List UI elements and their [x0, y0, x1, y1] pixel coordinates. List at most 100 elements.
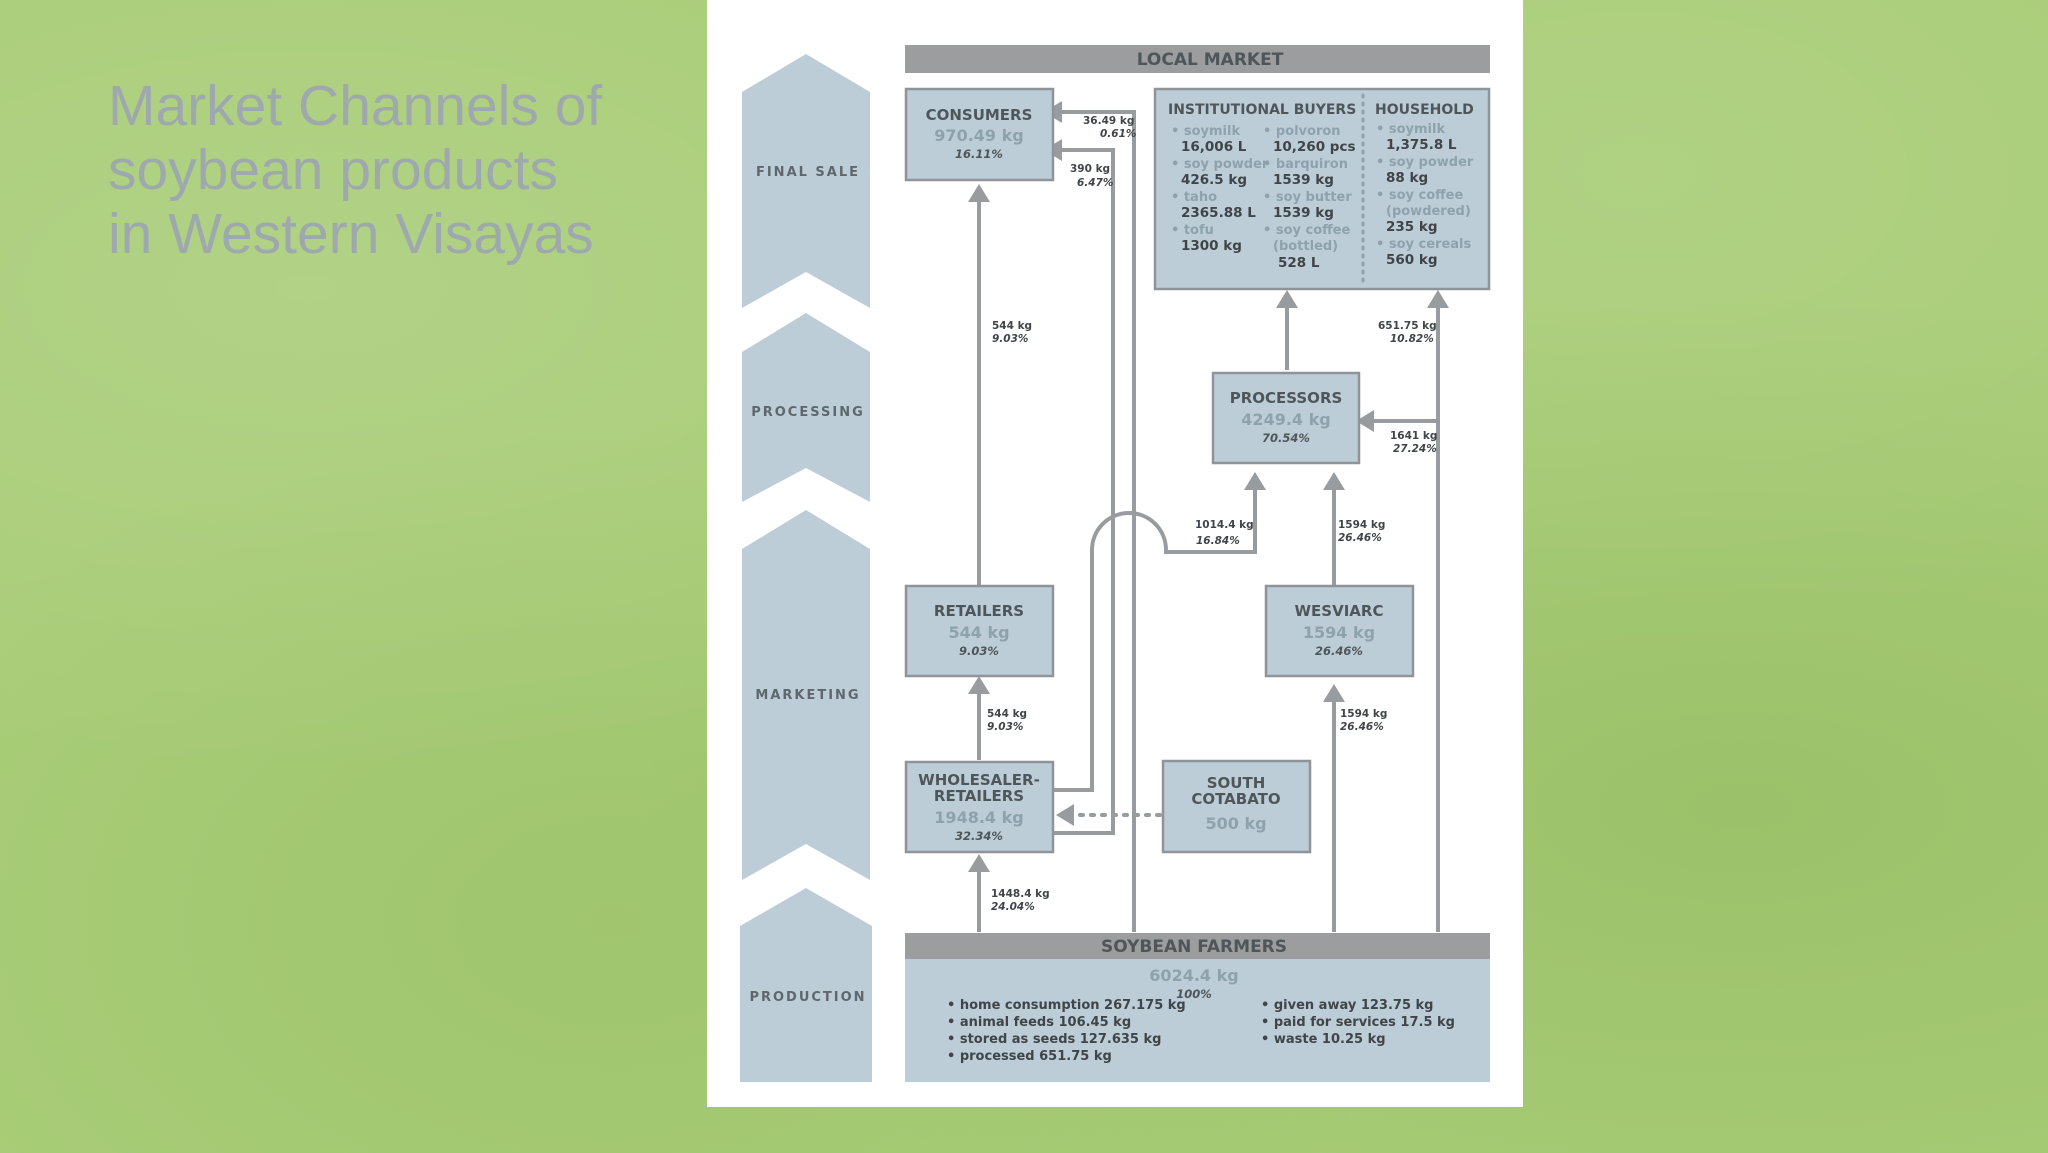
retailers-value: 544 kg	[948, 623, 1009, 642]
south-cotabato-title-2: COTABATO	[1191, 790, 1280, 808]
hh-label-3: • soy coffee	[1376, 188, 1463, 203]
consumers-value: 970.49 kg	[934, 126, 1023, 145]
inst-c1-value-1: 16,006 L	[1181, 139, 1247, 155]
consumers-pct: 16.11%	[955, 147, 1003, 161]
farmers-item-2: • animal feeds 106.45 kg	[947, 1015, 1131, 1030]
processors-node: PROCESSORS 4249.4 kg 70.54%	[1211, 371, 1361, 465]
consumers-title: CONSUMERS	[926, 106, 1033, 124]
flow-cons-2-kg: 390 kg	[1070, 163, 1110, 175]
arrow-left-wholesaler	[1056, 804, 1074, 826]
inst-c2-value-2: 1539 kg	[1273, 172, 1334, 188]
stage-column: FINAL SALE PROCESSING MARKETING PRODUCTI…	[740, 54, 872, 1082]
processors-title: PROCESSORS	[1230, 389, 1343, 407]
flow-farm-ws-pct: 24.04%	[991, 901, 1035, 913]
stage-production-shape	[740, 888, 872, 1082]
inst-c1-label-2: • soy powder	[1171, 157, 1269, 172]
line-wholesaler-to-consumers	[1053, 148, 1115, 835]
arrow-up-processors-left	[1244, 472, 1266, 490]
stage-processing-shape	[742, 313, 870, 502]
inst-c1-label-3: • taho	[1171, 190, 1217, 205]
soybean-farmers-title: SOYBEAN FARMERS	[1101, 937, 1287, 957]
stage-label-final-sale: FINAL SALE	[756, 165, 860, 180]
flow-ws-proc-pct: 16.84%	[1196, 535, 1240, 547]
farmers-item-5: • given away 123.75 kg	[1261, 998, 1433, 1013]
retailers-pct: 9.03%	[959, 644, 999, 658]
inst-c2-label-3: • soy butter	[1263, 190, 1352, 205]
consumers-box	[904, 87, 1055, 182]
flow-ws-ret-pct: 9.03%	[987, 721, 1023, 733]
flow-ret-cons-pct: 9.03%	[992, 333, 1028, 345]
inst-c2-label-2: • barquiron	[1263, 157, 1348, 172]
flow-hh-kg: 651.75 kg	[1378, 320, 1437, 332]
stage-label-production: PRODUCTION	[749, 990, 866, 1005]
flow-cons-2-pct: 6.47%	[1077, 177, 1113, 189]
inst-c1-value-3: 2365.88 L	[1181, 205, 1256, 221]
flow-ret-cons-kg: 544 kg	[992, 320, 1032, 332]
inst-c2-value-4: 528 L	[1278, 255, 1320, 271]
flow-lines	[977, 110, 1440, 932]
wesviarc-box	[1264, 584, 1415, 678]
hh-value-4: 560 kg	[1386, 252, 1438, 268]
farmers-item-1: • home consumption 267.175 kg	[947, 998, 1186, 1013]
inst-c2-value-1: 10,260 pcs	[1273, 139, 1356, 155]
diagram-sheet: FINAL SALE PROCESSING MARKETING PRODUCTI…	[707, 0, 1523, 1107]
south-cotabato-box	[1161, 759, 1312, 854]
inst-c1-label-4: • tofu	[1171, 223, 1214, 238]
institutional-title: INSTITUTIONAL BUYERS	[1168, 102, 1356, 118]
hh-label-3b: (powdered)	[1386, 204, 1471, 219]
soybean-farmers-pct: 100%	[1176, 987, 1212, 1001]
hh-value-3: 235 kg	[1386, 219, 1438, 235]
soybean-farmers-node: SOYBEAN FARMERS 6024.4 kg 100% • home co…	[905, 933, 1490, 1082]
inst-c2-label-4b: (bottled)	[1273, 239, 1338, 254]
arrow-up-institutional	[1276, 290, 1298, 308]
flow-wes-proc-pct: 26.46%	[1338, 532, 1382, 544]
wesviarc-title: WESVIARC	[1295, 602, 1384, 620]
arrow-up-retailers	[968, 676, 990, 694]
slide-title: Market Channels of soybean products in W…	[108, 74, 668, 266]
local-market-bar	[905, 45, 1490, 73]
hh-label-2: • soy powder	[1376, 155, 1474, 170]
title-line-1: Market Channels of	[108, 74, 603, 138]
wholesaler-title-2: RETAILERS	[934, 787, 1024, 805]
arrow-up-wholesaler	[968, 854, 990, 872]
processors-value: 4249.4 kg	[1241, 410, 1330, 429]
processors-box	[1211, 371, 1361, 465]
local-market-label: LOCAL MARKET	[1137, 50, 1284, 70]
household-title: HOUSEHOLD	[1375, 102, 1474, 118]
flow-farm-ws-kg: 1448.4 kg	[991, 888, 1050, 900]
farmers-item-3: • stored as seeds 127.635 kg	[947, 1032, 1161, 1047]
line-farmers-to-consumers	[1060, 110, 1136, 932]
flow-farm-wes-pct: 26.46%	[1340, 721, 1384, 733]
wesviarc-value: 1594 kg	[1303, 623, 1375, 642]
flow-cons-1-kg: 36.49 kg	[1083, 115, 1134, 127]
flow-ws-ret-kg: 544 kg	[987, 708, 1027, 720]
flow-hh-pct: 10.82%	[1390, 333, 1434, 345]
stage-label-processing: PROCESSING	[751, 405, 865, 420]
flow-proc-side-kg: 1641 kg	[1390, 430, 1437, 442]
stage-label-marketing: MARKETING	[755, 688, 860, 703]
retailers-node: RETAILERS 544 kg 9.03%	[904, 584, 1055, 678]
flow-cons-1-pct: 0.61%	[1100, 128, 1136, 140]
title-line-3: in Western Visayas	[108, 202, 594, 266]
hh-value-1: 1,375.8 L	[1386, 137, 1457, 153]
processors-pct: 70.54%	[1262, 431, 1310, 445]
flow-arrowheads	[968, 101, 1449, 872]
wholesaler-node: WHOLESALER- RETAILERS 1948.4 kg 32.34%	[904, 760, 1055, 854]
soybean-farmers-bar	[905, 933, 1490, 959]
institutional-household-box	[1153, 87, 1491, 291]
consumers-node: CONSUMERS 970.49 kg 16.11%	[904, 87, 1055, 182]
wesviarc-pct: 26.46%	[1315, 644, 1363, 658]
south-cotabato-value: 500 kg	[1205, 814, 1266, 833]
farmers-item-6: • paid for services 17.5 kg	[1261, 1015, 1455, 1030]
inst-c2-label-4: • soy coffee	[1263, 223, 1350, 238]
line-wholesaler-to-processors	[1053, 488, 1257, 792]
arrow-left-processors	[1356, 410, 1374, 432]
flow-proc-side-pct: 27.24%	[1393, 443, 1437, 455]
wholesaler-pct: 32.34%	[955, 829, 1003, 843]
hh-label-4: • soy cereals	[1376, 237, 1471, 252]
stage-marketing-shape	[742, 510, 870, 880]
hh-label-1: • soymilk	[1376, 122, 1445, 137]
wesviarc-node: WESVIARC 1594 kg 26.46%	[1264, 584, 1415, 678]
arrow-up-processors-right	[1323, 472, 1345, 490]
title-line-2: soybean products	[108, 138, 558, 202]
